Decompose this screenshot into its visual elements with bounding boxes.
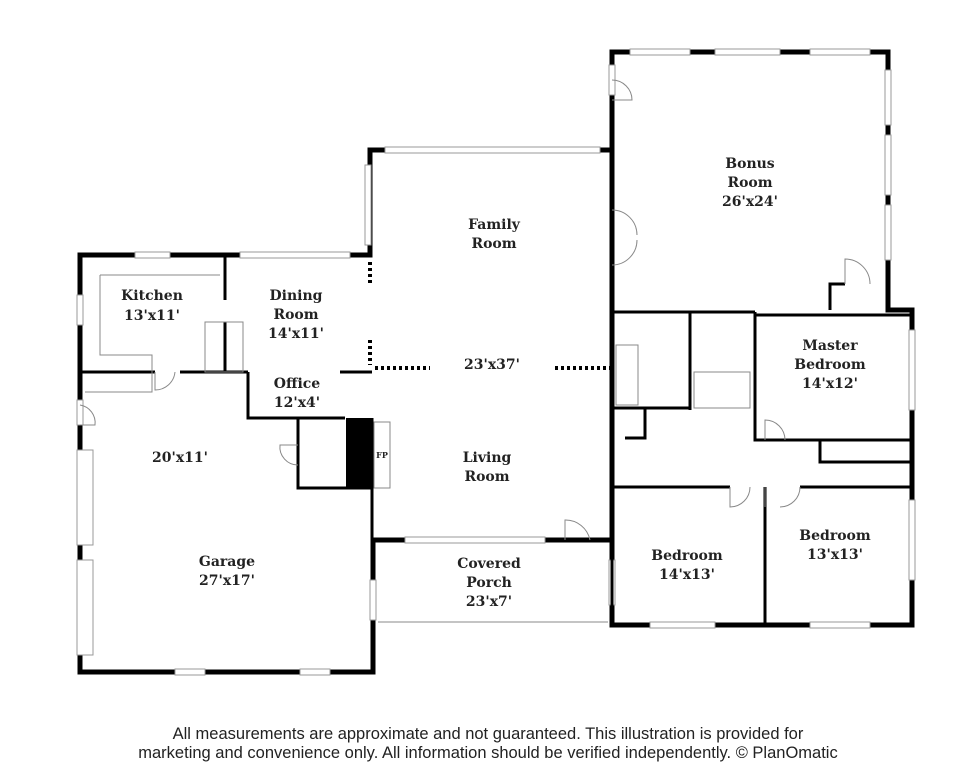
room-porch-name-2: Porch	[466, 575, 512, 591]
room-bonus-name-2: Room	[727, 175, 772, 191]
room-living-name-2: Room	[464, 469, 509, 485]
room-porch-name-1: Covered	[457, 556, 521, 572]
room-master-name-2: Bedroom	[794, 357, 866, 373]
room-bedroom1-size: 14'x13'	[659, 567, 715, 583]
room-bonus-size: 26'x24'	[722, 194, 778, 210]
room-garage-size: 27'x17'	[199, 573, 255, 589]
interior-walls	[79, 79, 912, 625]
room-master-name-1: Master	[802, 338, 858, 354]
room-bonus-name-1: Bonus	[725, 156, 775, 172]
room-garage-upper-size: 20'x11'	[152, 450, 208, 466]
room-living-name-1: Living	[463, 450, 512, 466]
room-dining-size: 14'x11'	[268, 326, 324, 342]
room-bedroom2-size: 13'x13'	[807, 547, 863, 563]
room-master-size: 14'x12'	[802, 376, 858, 392]
room-family-name-2: Room	[471, 236, 516, 252]
room-family-name-1: Family	[468, 217, 521, 233]
room-bedroom1-name: Bedroom	[651, 548, 723, 564]
room-labels: Kitchen 13'x11' Dining Room 14'x11' Offi…	[121, 156, 871, 610]
room-family-living-size: 23'x37'	[464, 357, 520, 373]
room-bedroom2-name: Bedroom	[799, 528, 871, 544]
room-dining-name-1: Dining	[270, 288, 323, 304]
room-office-name: Office	[274, 376, 321, 392]
disclaimer-line-2: marketing and convenience only. All info…	[138, 744, 838, 762]
room-dining-name-2: Room	[273, 307, 318, 323]
room-office-size: 12'x4'	[274, 395, 320, 411]
room-garage-name: Garage	[199, 554, 255, 570]
room-porch-size: 23'x7'	[466, 594, 512, 610]
disclaimer-line-1: All measurements are approximate and not…	[172, 725, 804, 743]
room-kitchen-size: 13'x11'	[124, 308, 180, 324]
fireplace-label: FP	[376, 450, 388, 460]
room-kitchen-name: Kitchen	[121, 288, 183, 304]
